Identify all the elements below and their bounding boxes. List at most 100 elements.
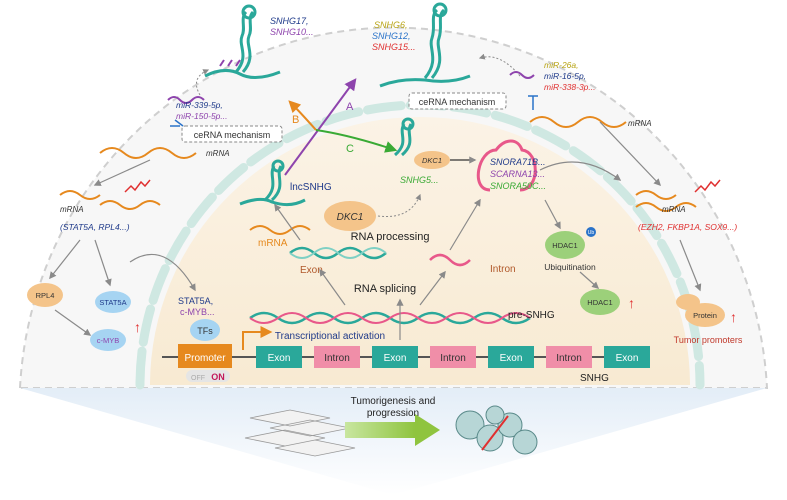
protein-blob	[685, 303, 725, 327]
top-left-mrna-label: mRNA	[206, 149, 230, 158]
branch-label-c: C	[346, 143, 354, 155]
stat5a-protein	[95, 291, 131, 313]
exon-segment-label: Exon	[500, 353, 523, 364]
branch-label-a: A	[346, 101, 354, 113]
hdac1-bottom-label: HDAC1	[587, 298, 612, 307]
ub-marker	[586, 227, 596, 237]
exon-label: Exon	[300, 265, 323, 276]
inhibit-marker-right	[528, 95, 538, 110]
promoter-label: Promoter	[184, 353, 226, 364]
progression-arrow-body	[345, 422, 415, 438]
ceRNA-box-center	[408, 92, 507, 110]
pre-snhg-label: pre-SNHG	[508, 310, 555, 321]
left-arrow-to-rpl4	[49, 239, 81, 280]
ceRNA-label-left: ceRNA mechanism	[194, 130, 271, 140]
dkc1-small-label: DKC1	[422, 156, 442, 165]
nucleus-mrna-label: mRNA	[258, 238, 288, 249]
top-right-mrna-label: mRNA	[628, 119, 652, 128]
processing-up-arrow-2	[449, 198, 481, 251]
splice-arrow-left	[319, 268, 346, 306]
nucleus-body	[150, 117, 690, 385]
branch-line-b	[288, 100, 317, 131]
exon-segment	[604, 346, 650, 368]
snhg5-label: SNHG5...	[400, 175, 439, 185]
top-center-snhg-line-1: SNHG6,	[374, 20, 408, 30]
tf-line-1: STAT5A,	[178, 296, 213, 306]
dkc1-label: DKC1	[337, 212, 364, 223]
processing-up-arrow	[274, 203, 301, 241]
intron-segment-label: Intron	[324, 353, 350, 364]
top-left-mrna-wave	[99, 147, 197, 159]
hdac1-bottom-protein	[580, 289, 620, 315]
cmyb-protein	[90, 329, 126, 351]
ceRNA-box-left	[181, 125, 283, 143]
progression-line-1: Tumorigenesis and	[351, 396, 436, 407]
top-left-snhg-line-1: SNHG17,	[270, 16, 309, 26]
top-left-mirna-line-1: miR-339-5p,	[176, 100, 223, 110]
exon-segment	[372, 346, 418, 368]
inhibit-marker-left	[170, 119, 184, 127]
dkc1-dotted-arrow	[377, 193, 421, 218]
exon-segment-label: Exon	[268, 353, 291, 364]
snorna-hairpin	[476, 139, 537, 192]
splice-arrow-right	[419, 270, 446, 306]
branch-label-b: B	[292, 114, 299, 126]
top-left-hairpin	[204, 4, 281, 79]
exon-segment-label: Exon	[384, 353, 407, 364]
snhg-gene-label: SNHG	[580, 373, 609, 384]
left-arrow-down	[93, 159, 151, 186]
snorna-line-1: SNORA71B...	[490, 157, 546, 167]
top-right-mirna	[509, 71, 535, 79]
rpl4-label: RPL4	[36, 291, 55, 300]
rna-processing-label: RNA processing	[351, 231, 430, 243]
snorna-line-3: SNORA50C...	[490, 181, 546, 191]
left-up-arrow: ↑	[134, 319, 141, 335]
exon-segment-label: Exon	[616, 353, 639, 364]
ubiq-to-hdac1-arrow	[579, 271, 600, 289]
dkc1-complex	[393, 117, 450, 169]
rna-splicing-label: RNA splicing	[354, 283, 416, 295]
rpl4-protein	[27, 283, 63, 307]
intron-segment-label: Intron	[440, 353, 466, 364]
tumor-promoters-label: Tumor promoters	[674, 335, 743, 345]
hdac1-top-label: HDAC1	[552, 241, 577, 250]
exon-segment	[488, 346, 534, 368]
top-left-snhg-line-2: SNHG10...	[270, 27, 314, 37]
off-label: OFF	[191, 375, 205, 382]
hdac1-up-arrow: ↑	[628, 295, 635, 311]
tfs-protein	[190, 319, 220, 341]
ceRNA-label-center: ceRNA mechanism	[419, 97, 496, 107]
off-on-switch	[186, 370, 230, 382]
snorna-to-right-arrow	[539, 161, 622, 181]
top-right-mirna-line-2: miR-16-5p,	[544, 71, 586, 81]
exon-segment	[256, 346, 302, 368]
tss-arrow	[242, 326, 273, 350]
protein-blob-2	[676, 294, 700, 310]
right-arrow-down	[679, 239, 702, 292]
left-trend-zigzag	[124, 179, 151, 193]
branch-line-a	[284, 78, 357, 176]
top-center-snhg-line-2: SNHG12,	[372, 31, 411, 41]
transcriptional-activation-label: Transcriptional activation	[275, 331, 385, 342]
left-mrna-label: mRNA	[60, 205, 84, 214]
left-mrna-wave-2	[99, 200, 161, 210]
on-label: ON	[211, 372, 225, 382]
top-left-mirna	[167, 96, 205, 104]
progression-line-2: progression	[367, 408, 419, 419]
dkc1-protein	[324, 201, 376, 231]
stat5a-label: STAT5A	[99, 298, 126, 307]
left-mrna-wave-1	[59, 190, 101, 200]
tf-line-2: c-MYB...	[180, 307, 215, 317]
left-targets-label: (STAT5A, RPL4...)	[60, 222, 130, 232]
protein-label: Protein	[693, 311, 717, 320]
top-right-mrna-wave	[529, 116, 627, 128]
lncsnhg-label: lncSNHG	[290, 182, 332, 193]
left-arrow-to-tfs	[129, 253, 196, 292]
ub-label: Ub	[588, 230, 595, 236]
progression-arrow-head	[415, 414, 440, 446]
right-arrow-from-top	[599, 121, 661, 187]
left-arrow-to-stat5a	[94, 239, 112, 287]
